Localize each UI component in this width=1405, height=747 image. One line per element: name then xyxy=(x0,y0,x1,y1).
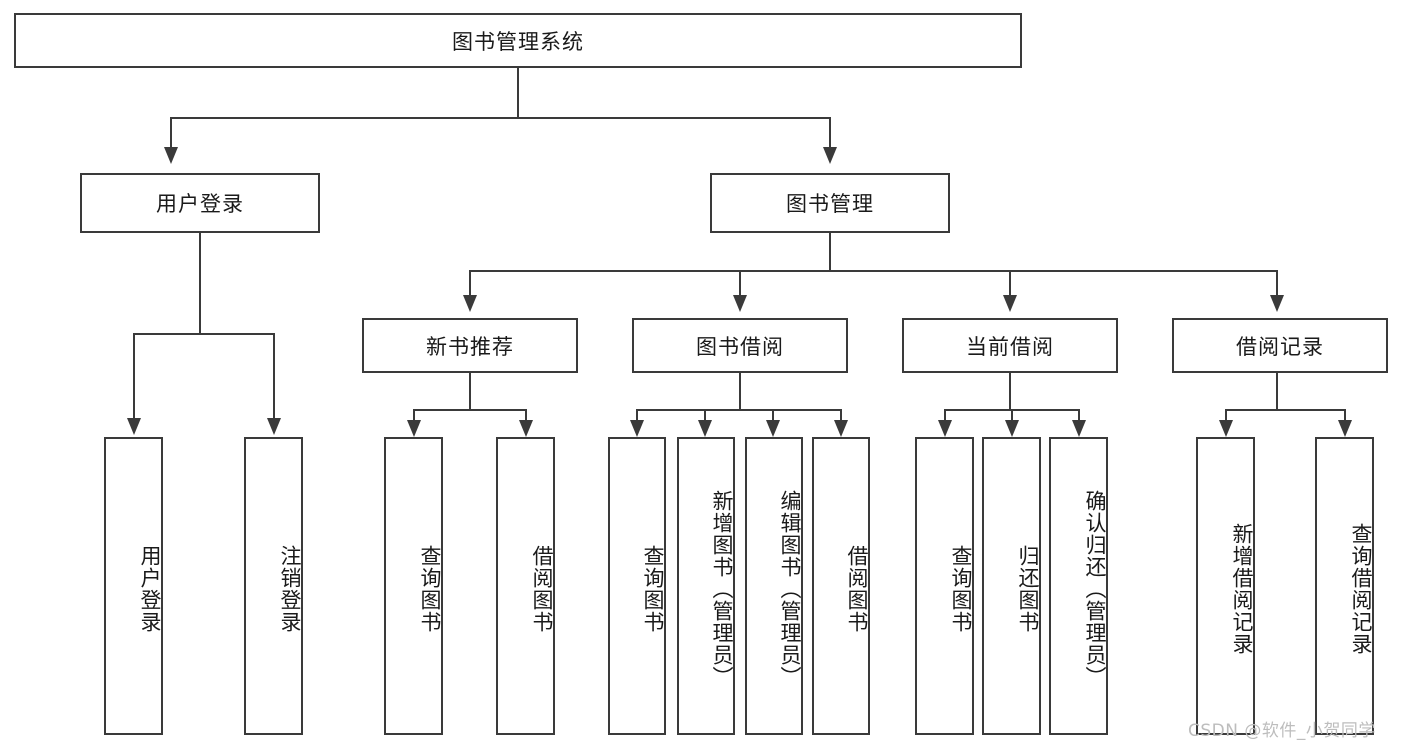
edge-book-borrow-bus xyxy=(636,409,841,411)
arrowhead-nb-leaf-1 xyxy=(407,420,421,437)
leaf-query-borrow-record[interactable]: 查询借阅记录 xyxy=(1315,437,1374,735)
edge-user-login-leaf-1 xyxy=(133,333,135,420)
edge-to-book-borrow xyxy=(739,270,741,297)
leaf-user-login[interactable]: 用户登录 xyxy=(104,437,163,735)
node-label: 用户登录 xyxy=(156,192,244,216)
node-user-login[interactable]: 用户登录 xyxy=(80,173,320,233)
leaf-label: 注销登录 xyxy=(278,545,302,633)
edge-book-borrow-stem xyxy=(739,373,741,410)
edge-user-login-bus xyxy=(133,333,275,335)
edge-root-to-user-login xyxy=(170,117,172,149)
leaf-confirm-return-admin[interactable]: 确认归还（管理员） xyxy=(1049,437,1108,735)
edge-new-book-leaf-1 xyxy=(413,409,415,422)
leaf-label: 用户登录 xyxy=(138,545,162,633)
arrowhead-borrow-record xyxy=(1270,295,1284,312)
node-label: 当前借阅 xyxy=(966,334,1054,359)
edge-book-manage-stem xyxy=(829,233,831,271)
leaf-logout[interactable]: 注销登录 xyxy=(244,437,303,735)
leaf-add-borrow-record[interactable]: 新增借阅记录 xyxy=(1196,437,1255,735)
edge-root-to-book-manage xyxy=(829,117,831,149)
edge-cb-leaf-2 xyxy=(1011,409,1013,422)
edge-bb-leaf-1 xyxy=(636,409,638,422)
edge-cb-leaf-1 xyxy=(944,409,946,422)
leaf-label: 新增图书（管理员） xyxy=(710,490,734,688)
node-book-manage[interactable]: 图书管理 xyxy=(710,173,950,233)
node-book-borrow[interactable]: 图书借阅 xyxy=(632,318,848,373)
leaf-label: 查询图书 xyxy=(641,545,665,633)
node-root-system[interactable]: 图书管理系统 xyxy=(14,13,1022,68)
leaf-label: 查询图书 xyxy=(418,545,442,633)
arrowhead-book-borrow xyxy=(733,295,747,312)
node-label: 图书管理 xyxy=(786,192,874,216)
edge-user-login-leaf-2 xyxy=(273,333,275,420)
leaf-edit-book-admin[interactable]: 编辑图书（管理员） xyxy=(745,437,803,735)
edge-to-borrow-record xyxy=(1276,270,1278,297)
leaf-label: 新增借阅记录 xyxy=(1230,523,1254,655)
arrowhead-leaf-user-login xyxy=(127,418,141,435)
leaf-borrow-book-recommend[interactable]: 借阅图书 xyxy=(496,437,555,735)
node-borrow-record[interactable]: 借阅记录 xyxy=(1172,318,1388,373)
edge-to-current-borrow xyxy=(1009,270,1011,297)
arrowhead-cb-leaf-1 xyxy=(938,420,952,437)
arrowhead-bb-leaf-1 xyxy=(630,420,644,437)
arrowhead-bb-leaf-4 xyxy=(834,420,848,437)
edge-book-manage-bus xyxy=(469,270,1276,272)
arrowhead-bb-leaf-2 xyxy=(698,420,712,437)
edge-borrow-record-stem xyxy=(1276,373,1278,410)
leaf-query-book-recommend[interactable]: 查询图书 xyxy=(384,437,443,735)
node-label: 图书管理系统 xyxy=(452,29,584,54)
arrowhead-br-leaf-2 xyxy=(1338,420,1352,437)
edge-user-login-stem xyxy=(199,233,201,334)
node-label: 图书借阅 xyxy=(696,334,784,359)
edge-to-new-book xyxy=(469,270,471,297)
leaf-label: 查询图书 xyxy=(949,545,973,633)
arrowhead-user-login xyxy=(164,147,178,164)
edge-br-leaf-2 xyxy=(1344,409,1346,422)
arrowhead-book-manage xyxy=(823,147,837,164)
edge-borrow-record-bus xyxy=(1225,409,1345,411)
leaf-label: 查询借阅记录 xyxy=(1349,523,1373,655)
leaf-label: 归还图书 xyxy=(1016,545,1040,633)
edge-cb-leaf-3 xyxy=(1078,409,1080,422)
node-label: 新书推荐 xyxy=(426,334,514,359)
edge-bb-leaf-3 xyxy=(772,409,774,422)
arrowhead-current-borrow xyxy=(1003,295,1017,312)
node-label: 借阅记录 xyxy=(1236,334,1324,359)
edge-root-bus xyxy=(170,117,830,119)
arrowhead-new-book xyxy=(463,295,477,312)
leaf-add-book-admin[interactable]: 新增图书（管理员） xyxy=(677,437,735,735)
edge-new-book-stem xyxy=(469,373,471,410)
edge-br-leaf-1 xyxy=(1225,409,1227,422)
arrowhead-nb-leaf-2 xyxy=(519,420,533,437)
arrowhead-cb-leaf-3 xyxy=(1072,420,1086,437)
leaf-return-book[interactable]: 归还图书 xyxy=(982,437,1041,735)
leaf-query-book-borrow[interactable]: 查询图书 xyxy=(608,437,666,735)
edge-bb-leaf-2 xyxy=(704,409,706,422)
edge-new-book-leaf-2 xyxy=(525,409,527,422)
arrowhead-bb-leaf-3 xyxy=(766,420,780,437)
edge-bb-leaf-4 xyxy=(840,409,842,422)
leaf-label: 确认归还（管理员） xyxy=(1083,490,1107,688)
leaf-label: 借阅图书 xyxy=(845,545,869,633)
edge-root-stem xyxy=(517,68,519,118)
arrowhead-cb-leaf-2 xyxy=(1005,420,1019,437)
edge-current-borrow-stem xyxy=(1009,373,1011,410)
node-current-borrow[interactable]: 当前借阅 xyxy=(902,318,1118,373)
leaf-query-book-current[interactable]: 查询图书 xyxy=(915,437,974,735)
arrowhead-leaf-logout xyxy=(267,418,281,435)
leaf-borrow-book[interactable]: 借阅图书 xyxy=(812,437,870,735)
csdn-watermark: CSDN @软件_小贺同学 xyxy=(1188,721,1376,741)
node-new-book-recommend[interactable]: 新书推荐 xyxy=(362,318,578,373)
arrowhead-br-leaf-1 xyxy=(1219,420,1233,437)
leaf-label: 编辑图书（管理员） xyxy=(778,490,802,688)
edge-new-book-bus xyxy=(413,409,527,411)
leaf-label: 借阅图书 xyxy=(530,545,554,633)
